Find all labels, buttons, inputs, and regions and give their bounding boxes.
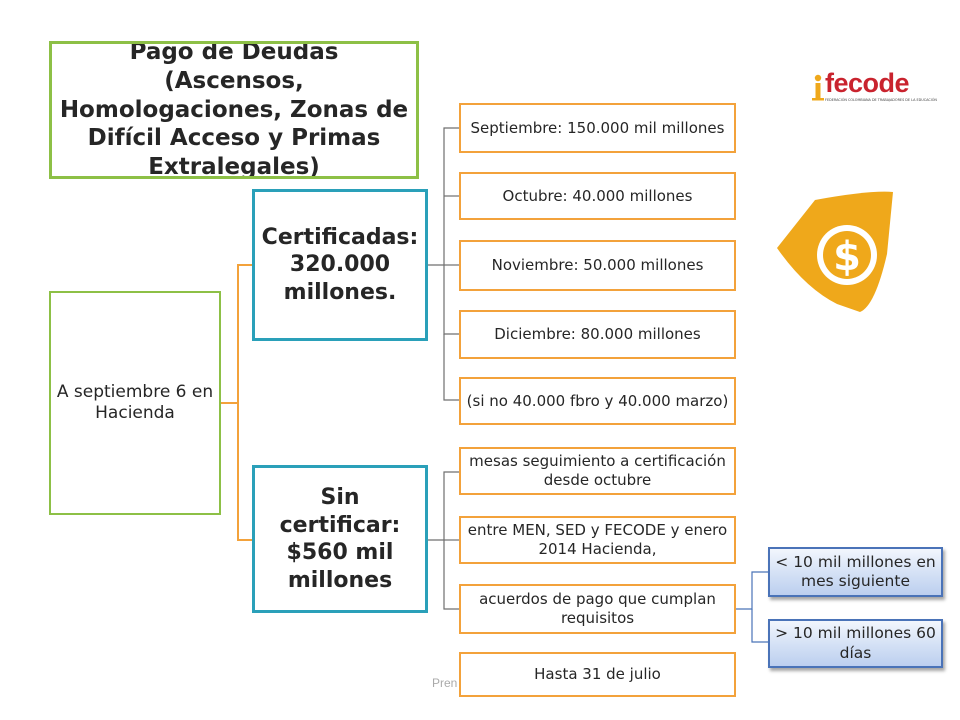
footer-text: Pren: [432, 676, 458, 690]
sin-item-hasta-julio: Hasta 31 de julio: [459, 652, 736, 697]
certificadas-node: Certificadas: 320.000 millones.: [252, 189, 428, 341]
connector-acuerdos-lt: [736, 571, 768, 610]
cert-item-diciembre: Diciembre: 80.000 millones: [459, 310, 736, 359]
connector-sin-acuerdos: [443, 540, 459, 610]
sin-certificar-node: Sin certificar: $560 mil millones: [252, 465, 428, 613]
diagram-title: Pago de Deudas (Ascensos, Homologaciones…: [49, 41, 419, 179]
connector-acuerdos-gt: [751, 609, 768, 643]
acuerdo-mayor-10: > 10 mil millones 60 días: [768, 619, 943, 668]
cert-item-octubre: Octubre: 40.000 millones: [459, 172, 736, 220]
sin-item-acuerdos: acuerdos de pago que cumplan requisitos: [459, 584, 736, 634]
connector-root-cert: [221, 264, 252, 404]
cert-item-note: (si no 40.000 fbro y 40.000 marzo): [459, 377, 736, 425]
money-dollar-icon: $: [777, 191, 893, 312]
connector-cert-note: [443, 334, 459, 401]
cert-item-septiembre: Septiembre: 150.000 mil millones: [459, 103, 736, 153]
connector-sin-mesas: [428, 471, 459, 541]
svg-text:$: $: [833, 234, 861, 280]
cert-item-noviembre: Noviembre: 50.000 millones: [459, 240, 736, 291]
fecode-logo: fecode FEDERACIÓN COLOMBIANA DE TRABAJAD…: [810, 68, 937, 104]
root-node: A septiembre 6 en Hacienda: [49, 291, 221, 515]
sin-item-mesas: mesas seguimiento a certificación desde …: [459, 447, 736, 495]
fecode-logo-subtitle: FEDERACIÓN COLOMBIANA DE TRABAJADORES DE…: [825, 98, 937, 102]
fecode-logo-mark: [812, 74, 824, 101]
connector-cert-dic: [443, 265, 459, 335]
connector-root-sin: [221, 402, 252, 541]
acuerdo-menor-10: < 10 mil millones en mes siguiente: [768, 547, 943, 597]
sin-item-men-sed-fecode: entre MEN, SED y FECODE y enero 2014 Hac…: [459, 516, 736, 564]
fecode-logo-text: fecode: [825, 68, 910, 98]
